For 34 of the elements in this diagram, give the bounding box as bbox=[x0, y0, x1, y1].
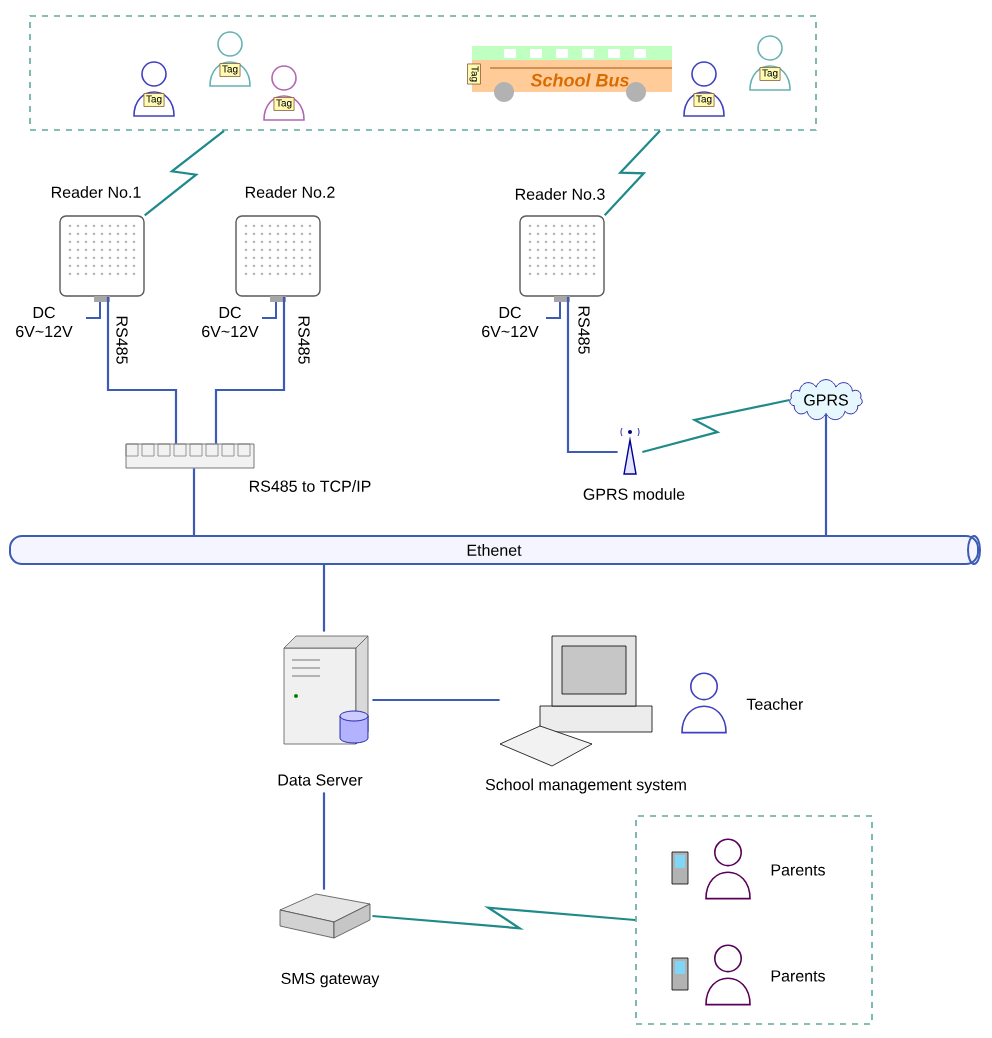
power-label: DC 6V~12V bbox=[16, 306, 73, 338]
edge-label: RS485 bbox=[114, 313, 130, 367]
edge-label: RS485 bbox=[296, 313, 312, 367]
device-label: Data Server bbox=[278, 774, 363, 786]
device-label: School management system bbox=[485, 778, 686, 794]
lightning-link bbox=[603, 130, 661, 217]
node-label: GPRS module bbox=[583, 488, 685, 500]
person-label: Parents bbox=[771, 864, 825, 876]
cable bbox=[214, 296, 286, 444]
cable bbox=[566, 296, 618, 454]
device-label: SMS gateway bbox=[281, 972, 380, 988]
lightning-link bbox=[642, 398, 790, 454]
person-label: Parents bbox=[771, 970, 825, 982]
cable bbox=[322, 565, 326, 632]
person-label: Teacher bbox=[746, 698, 804, 710]
cable bbox=[372, 698, 500, 702]
power-label: DC 6V~12V bbox=[202, 306, 259, 338]
cable bbox=[824, 414, 828, 535]
cable bbox=[192, 468, 196, 535]
lightning-link bbox=[144, 129, 225, 217]
dashed-frame bbox=[29, 15, 817, 131]
node-label: RS485 to TCP/IP bbox=[249, 480, 371, 492]
dashed-frame bbox=[635, 815, 873, 1025]
lightning-link bbox=[372, 906, 636, 930]
device-label: Reader No.3 bbox=[515, 188, 605, 200]
converter-drawing: RS485 to TCP/IP bbox=[125, 443, 371, 492]
network-pipe: Ethenet bbox=[9, 535, 981, 565]
power-label: DC 6V~12V bbox=[482, 306, 539, 338]
cable bbox=[322, 792, 326, 890]
device-label: Reader No.2 bbox=[245, 186, 335, 198]
edge-label: RS485 bbox=[576, 303, 592, 357]
antenna-drawing: GPRS module bbox=[583, 427, 685, 500]
device-label: Reader No.1 bbox=[51, 186, 141, 198]
cable bbox=[106, 296, 178, 444]
